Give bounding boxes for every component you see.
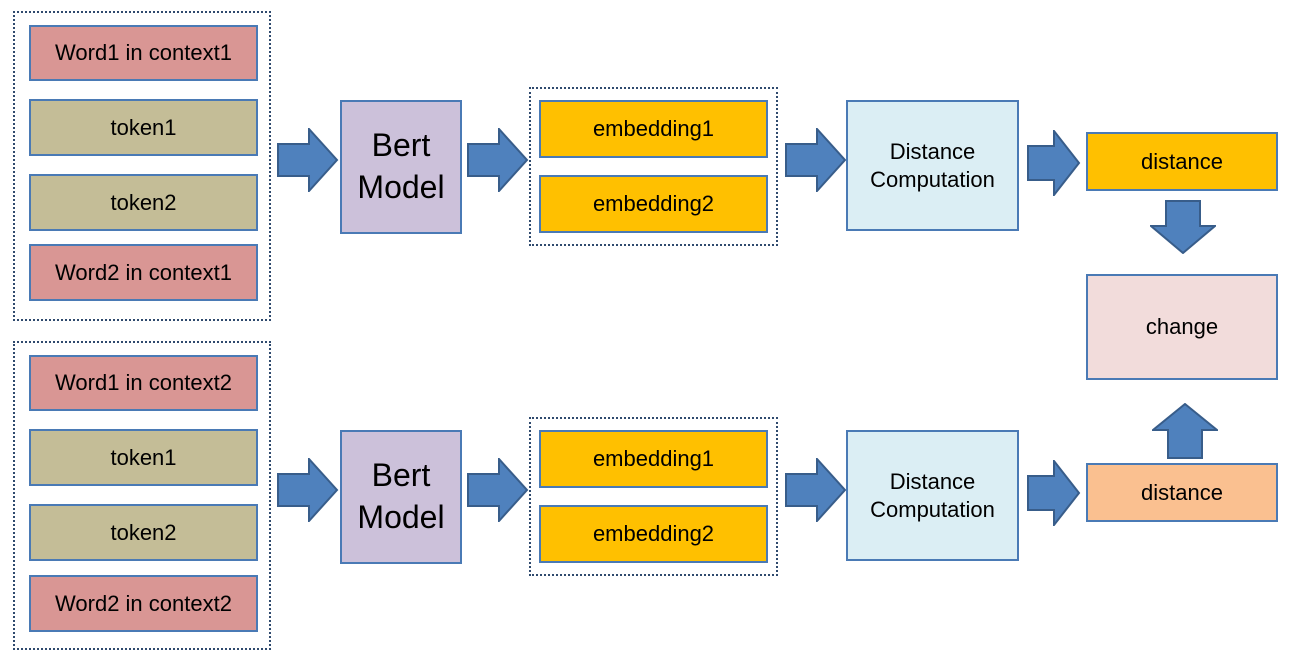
right-arrow-icon: [785, 128, 847, 192]
bottom-embedding2-box: embedding2: [539, 505, 768, 563]
bottom-distance-box: distance: [1086, 463, 1278, 522]
top-word2-box: Word2 in context1: [29, 244, 258, 301]
bottom-arrow-to-embeddings: [467, 458, 529, 522]
right-arrow-icon: [1027, 460, 1081, 526]
bottom-word2-box: Word2 in context2: [29, 575, 258, 632]
top-embedding1-box: embedding1: [539, 100, 768, 158]
top-input-group: [13, 11, 271, 321]
right-arrow-icon: [277, 458, 339, 522]
top-distance-computation-box: Distance Computation: [846, 100, 1019, 231]
right-arrow-icon: [277, 128, 339, 192]
bottom-token2-box: token2: [29, 504, 258, 561]
top-arrow-to-distance: [1027, 130, 1081, 196]
up-arrow-to-change: [1152, 403, 1218, 459]
right-arrow-icon: [467, 458, 529, 522]
bottom-token1-box: token1: [29, 429, 258, 486]
top-embedding-group: [529, 87, 778, 246]
top-arrow-to-distance-computation: [785, 128, 847, 192]
bottom-embedding-group: [529, 417, 778, 576]
bottom-embedding1-box: embedding1: [539, 430, 768, 488]
top-token2-box: token2: [29, 174, 258, 231]
bottom-arrow-to-distance-computation: [785, 458, 847, 522]
down-arrow-icon: [1150, 200, 1216, 254]
top-token1-box: token1: [29, 99, 258, 156]
bottom-distance-computation-box: Distance Computation: [846, 430, 1019, 561]
right-arrow-icon: [1027, 130, 1081, 196]
change-box: change: [1086, 274, 1278, 380]
top-embedding2-box: embedding2: [539, 175, 768, 233]
top-arrow-to-embeddings: [467, 128, 529, 192]
up-arrow-icon: [1152, 403, 1218, 459]
top-bert-model-box: Bert Model: [340, 100, 462, 234]
top-distance-box: distance: [1086, 132, 1278, 191]
right-arrow-icon: [785, 458, 847, 522]
down-arrow-to-change: [1150, 200, 1216, 254]
bottom-bert-model-box: Bert Model: [340, 430, 462, 564]
top-word1-box: Word1 in context1: [29, 25, 258, 81]
bottom-arrow-to-model: [277, 458, 339, 522]
bottom-input-group: [13, 341, 271, 650]
bottom-word1-box: Word1 in context2: [29, 355, 258, 411]
top-arrow-to-model: [277, 128, 339, 192]
right-arrow-icon: [467, 128, 529, 192]
bottom-arrow-to-distance: [1027, 460, 1081, 526]
